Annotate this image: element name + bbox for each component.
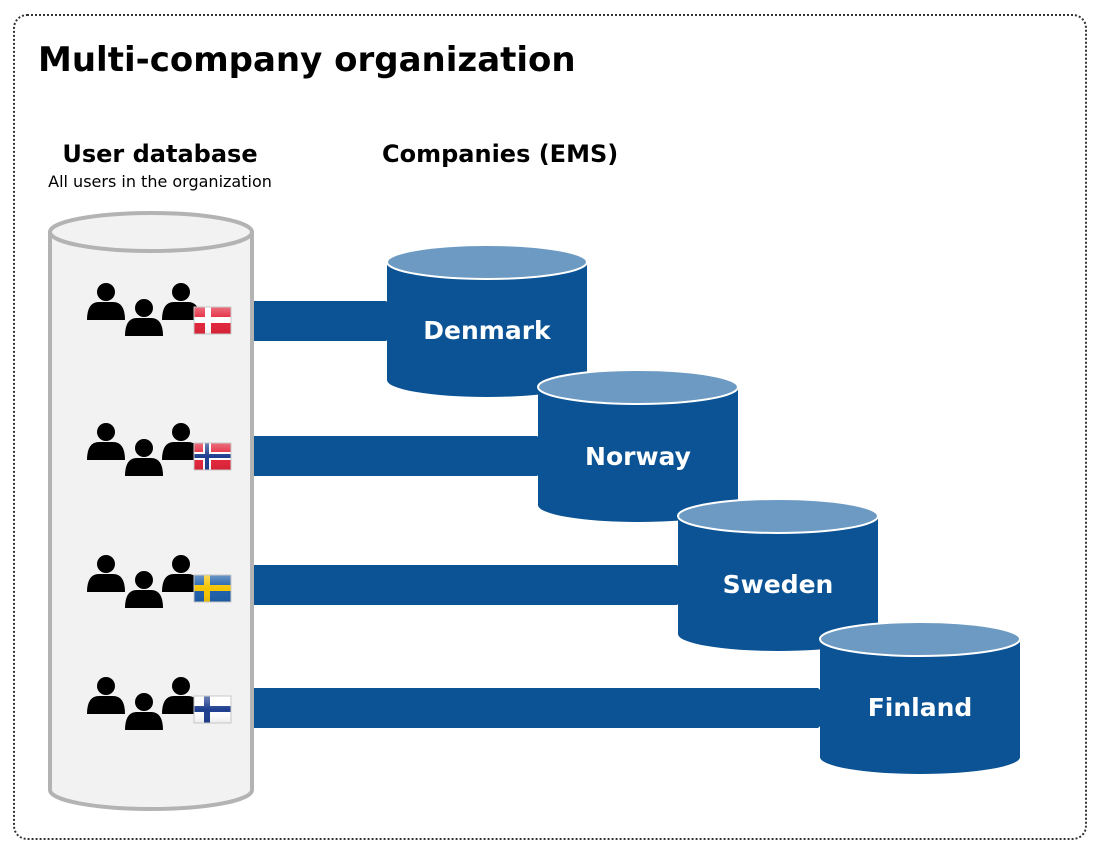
- arrow-finland: [254, 688, 840, 728]
- user-database-subheading: All users in the organization: [48, 172, 272, 191]
- page-title: Multi-company organization: [38, 40, 576, 80]
- company-cylinder-finland: Finland: [819, 621, 1021, 774]
- user-database-heading: User database: [62, 140, 258, 168]
- companies-heading: Companies (EMS): [382, 140, 619, 168]
- company-cylinder-denmark: Denmark: [386, 244, 588, 397]
- user-database-cylinder: [48, 211, 254, 811]
- company-cylinder-sweden: Sweden: [677, 498, 879, 651]
- company-cylinder-norway: Norway: [537, 369, 739, 522]
- sweden-flag-icon: [193, 574, 232, 603]
- denmark-flag-icon: [193, 306, 232, 335]
- finland-flag-icon: [193, 695, 232, 724]
- company-label-denmark: Denmark: [423, 316, 552, 345]
- company-label-norway: Norway: [585, 442, 691, 471]
- norway-flag-icon: [193, 442, 232, 471]
- company-label-finland: Finland: [868, 693, 973, 722]
- company-label-sweden: Sweden: [723, 570, 834, 599]
- diagram-frame: [13, 14, 1087, 840]
- arrow-denmark: [254, 301, 408, 341]
- arrow-norway: [254, 436, 559, 476]
- arrow-sweden: [254, 565, 699, 605]
